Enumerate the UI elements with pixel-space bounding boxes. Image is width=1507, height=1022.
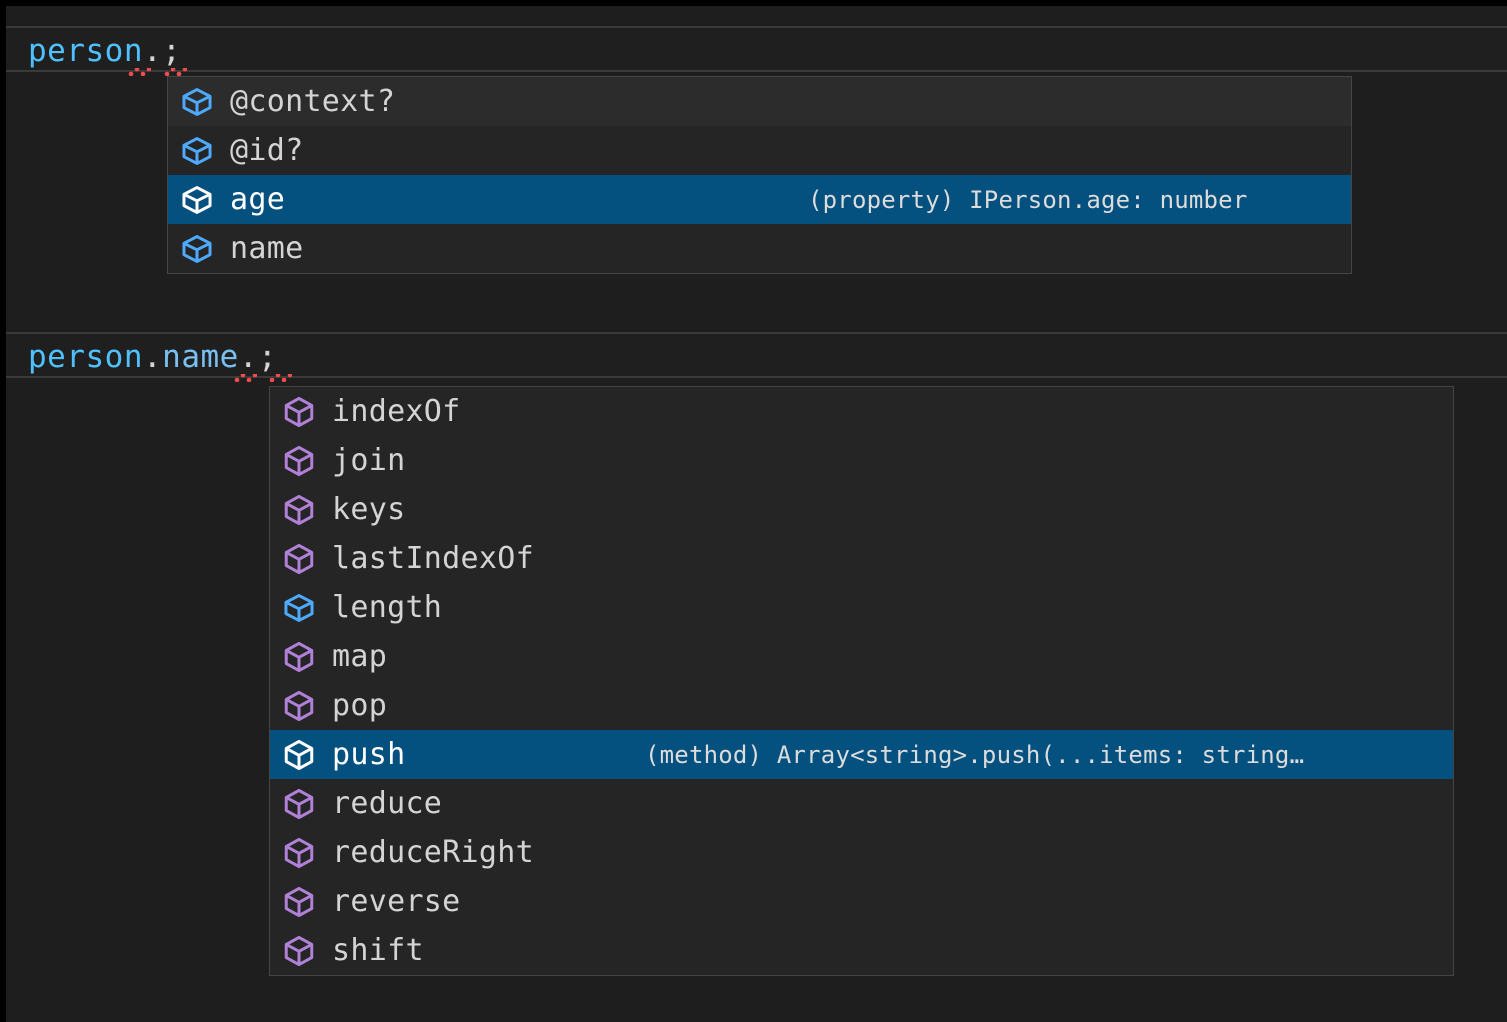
- suggest-widget-person-name[interactable]: indexOf join keys lastIndexOf length map pop pu…: [269, 386, 1454, 976]
- suggest-item-label: map: [332, 638, 388, 674]
- suggest-item-detail: (property) IPerson.age: number: [808, 185, 1248, 214]
- suggest-item-shift[interactable]: shift: [270, 926, 1453, 975]
- method-cube-icon: [284, 739, 314, 770]
- code-line-2-text: person.name.;: [28, 338, 277, 376]
- method-cube-icon: [284, 543, 314, 574]
- token-dot-2a: .: [142, 339, 163, 375]
- suggest-item-join[interactable]: join: [270, 436, 1453, 485]
- suggest-item-label: age: [230, 181, 286, 217]
- suggest-item-reverse[interactable]: reverse: [270, 877, 1453, 926]
- suggest-item-age[interactable]: age (property) IPerson.age: number: [168, 175, 1351, 224]
- error-squiggle-semicolon-1: [164, 68, 187, 76]
- method-cube-icon: [284, 935, 314, 966]
- method-cube-icon: [284, 396, 314, 427]
- suggest-item-label: keys: [332, 491, 406, 527]
- method-cube-icon: [284, 690, 314, 721]
- suggest-item-label: reverse: [332, 883, 461, 919]
- suggest-item-label: @id?: [230, 132, 304, 168]
- method-cube-icon: [284, 788, 314, 819]
- suggest-item-detail: (method) Array<string>.push(...items: st…: [645, 740, 1305, 769]
- code-line-1-text: person.;: [28, 32, 181, 70]
- suggest-widget-person[interactable]: @context? @id? age (property) IPerson.age: …: [167, 76, 1352, 274]
- property-cube-icon: [284, 593, 314, 622]
- suggest-item-length[interactable]: length: [270, 583, 1453, 632]
- suggest-item-push[interactable]: push (method) Array<string>.push(...items…: [270, 730, 1453, 779]
- error-squiggle-dot-2: [234, 374, 257, 382]
- token-person-1: person: [28, 33, 143, 69]
- suggest-item-label: name: [230, 230, 304, 266]
- suggest-item-keys[interactable]: keys: [270, 485, 1453, 534]
- suggest-item-pop[interactable]: pop: [270, 681, 1453, 730]
- method-cube-icon: [284, 886, 314, 917]
- method-cube-icon: [284, 837, 314, 868]
- suggest-item-map[interactable]: map: [270, 632, 1453, 681]
- suggest-item-id[interactable]: @id?: [168, 126, 1351, 175]
- property-cube-icon: [182, 136, 212, 165]
- suggest-item-label: @context?: [230, 83, 396, 119]
- token-person-2: person: [28, 339, 143, 375]
- suggest-item-label: reduce: [332, 785, 443, 821]
- property-cube-icon: [182, 185, 212, 214]
- suggest-item-label: pop: [332, 687, 388, 723]
- token-name-2: name: [162, 339, 239, 375]
- suggest-item-name[interactable]: name: [168, 224, 1351, 273]
- suggest-item-label: join: [332, 442, 406, 478]
- suggest-item-reduceright[interactable]: reduceRight: [270, 828, 1453, 877]
- method-cube-icon: [284, 494, 314, 525]
- token-dot-1: .: [142, 33, 163, 69]
- property-cube-icon: [182, 234, 212, 263]
- error-squiggle-semicolon-2: [269, 374, 292, 382]
- suggest-item-reduce[interactable]: reduce: [270, 779, 1453, 828]
- error-squiggle-dot-1: [128, 68, 151, 76]
- suggest-item-label: push: [332, 736, 406, 772]
- suggest-item-label: indexOf: [332, 393, 461, 429]
- suggest-item-label: reduceRight: [332, 834, 534, 870]
- suggest-item-lastindexof[interactable]: lastIndexOf: [270, 534, 1453, 583]
- method-cube-icon: [284, 641, 314, 672]
- suggest-item-context[interactable]: @context?: [168, 77, 1351, 126]
- suggest-item-label: length: [332, 589, 443, 625]
- suggest-item-label: shift: [332, 932, 424, 968]
- suggest-item-indexof[interactable]: indexOf: [270, 387, 1453, 436]
- method-cube-icon: [284, 445, 314, 476]
- code-editor-surface[interactable]: person.; @context? @id? age (property) IPer…: [6, 6, 1507, 1022]
- code-line-1[interactable]: person.;: [6, 26, 1507, 76]
- code-line-2[interactable]: person.name.;: [6, 332, 1507, 382]
- suggest-item-label: lastIndexOf: [332, 540, 534, 576]
- token-semicolon-2: ;: [257, 339, 278, 375]
- token-dot-2b: .: [238, 339, 258, 375]
- property-cube-icon: [182, 87, 212, 116]
- token-semicolon-1: ;: [162, 33, 182, 69]
